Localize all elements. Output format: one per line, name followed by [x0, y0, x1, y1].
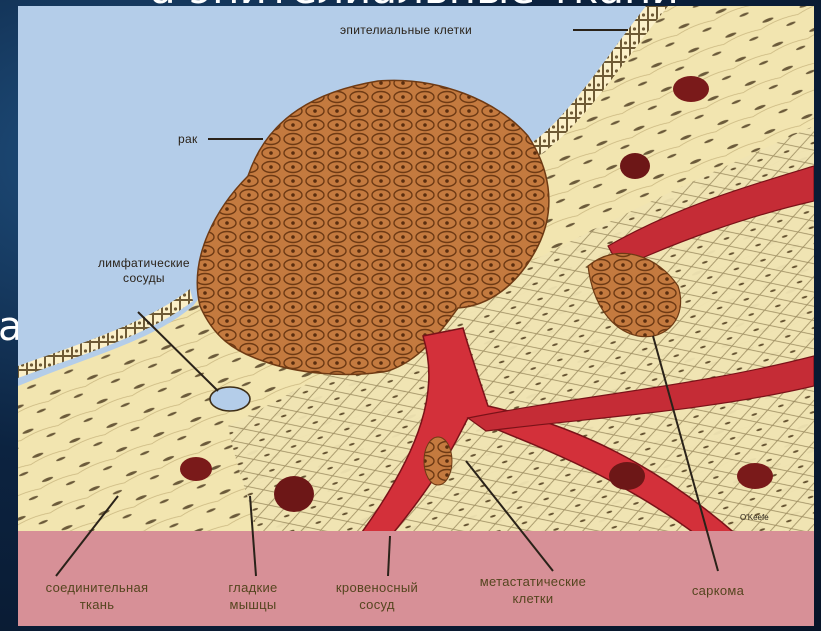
blood-spot	[620, 153, 650, 179]
label-blood-line1: кровеносный	[312, 579, 442, 596]
blood-spot	[673, 76, 709, 102]
label-sarcoma: саркома	[668, 582, 768, 599]
label-lymphatic-line2: сосуды	[98, 271, 190, 286]
label-blood-line2: сосуд	[312, 596, 442, 613]
label-lymphatic-vessels: лимфатические сосуды	[98, 256, 190, 286]
label-smooth-line2: мышцы	[208, 596, 298, 613]
diagram-illustration: O'Keefe	[18, 6, 814, 626]
label-smooth-muscle: гладкие мышцы	[208, 579, 298, 613]
label-lymphatic-line1: лимфатические	[98, 256, 190, 271]
lymphatic-vessel	[210, 387, 250, 411]
label-connective-tissue: соединительная ткань	[22, 579, 172, 613]
blood-spot	[609, 462, 645, 490]
blood-spot	[180, 457, 212, 481]
label-metastatic-line2: клетки	[458, 590, 608, 607]
label-epithelial-cells: эпителиальные клетки	[340, 23, 472, 38]
label-metastatic-cells: метастатические клетки	[458, 573, 608, 607]
label-connective-line2: ткань	[22, 596, 172, 613]
blood-spot	[737, 463, 773, 489]
diagram-panel: O'Keefe эпителиальные клетки рак лимфати…	[18, 6, 814, 626]
label-cancer: рак	[178, 132, 198, 147]
label-metastatic-line1: метастатические	[458, 573, 608, 590]
label-blood-vessel: кровеносный сосуд	[312, 579, 442, 613]
metastatic-cells	[424, 437, 452, 485]
blood-spot	[274, 476, 314, 512]
label-connective-line1: соединительная	[22, 579, 172, 596]
illustrator-signature: O'Keefe	[740, 513, 769, 522]
label-smooth-line1: гладкие	[208, 579, 298, 596]
label-sarcoma-line1: саркома	[668, 582, 768, 599]
